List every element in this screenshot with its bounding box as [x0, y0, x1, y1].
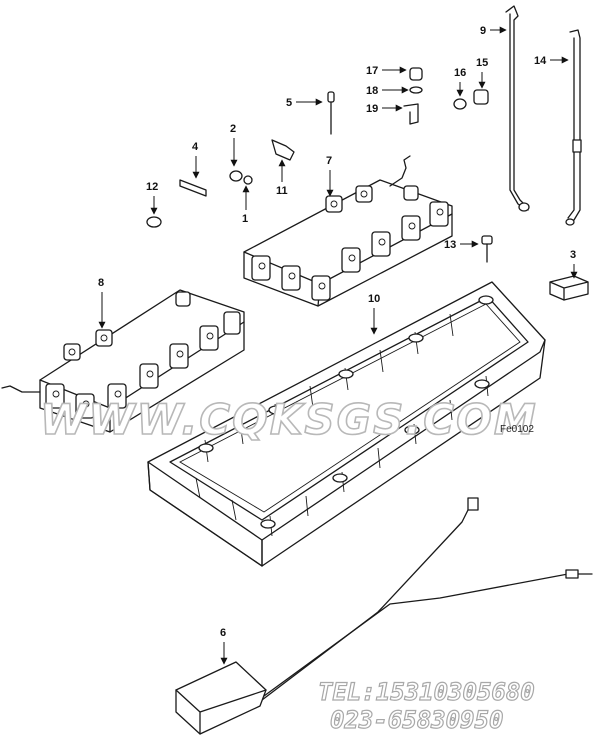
part-16-nut — [453, 98, 467, 110]
callout-8: 8 — [98, 277, 106, 329]
callout-label-18: 18 — [366, 85, 378, 97]
part-19-bracket — [403, 103, 419, 125]
part-2-washer — [229, 170, 243, 182]
callout-14: 14 — [534, 55, 569, 67]
callout-label-7: 7 — [326, 155, 332, 167]
pin-part-5 — [327, 91, 335, 135]
callout-label-16: 16 — [454, 67, 466, 79]
connector-a — [467, 497, 479, 511]
cover-frame-part — [147, 281, 546, 567]
part-15-fitting — [473, 89, 489, 105]
callout-label-13: 13 — [444, 239, 456, 251]
rocker-housing-upper — [243, 155, 453, 307]
callout-12: 12 — [146, 181, 158, 215]
callout-label-12: 12 — [146, 181, 158, 193]
callout-16: 16 — [454, 67, 466, 97]
callout-13: 13 — [444, 239, 479, 251]
callout-label-14: 14 — [534, 55, 547, 67]
part-18-washer — [409, 86, 423, 94]
callout-label-11: 11 — [276, 185, 288, 197]
callout-2: 2 — [230, 123, 238, 167]
callout-label-19: 19 — [366, 103, 378, 115]
callout-6: 6 — [220, 627, 228, 665]
part-12-washer — [146, 216, 162, 228]
callout-label-4: 4 — [192, 141, 199, 153]
callout-3: 3 — [570, 249, 578, 279]
callout-7: 7 — [326, 155, 334, 197]
connector-body — [175, 661, 267, 735]
part-17-cap — [409, 67, 423, 81]
pipe-part-9 — [505, 5, 530, 212]
watermark-text: WWW.CQKSGS.COM — [40, 395, 538, 444]
callout-label-9: 9 — [480, 25, 486, 37]
callout-label-15: 15 — [476, 57, 488, 69]
callout-18: 18 — [366, 85, 409, 97]
connector-b — [565, 569, 579, 579]
callout-label-1: 1 — [242, 213, 248, 225]
part-1-ring — [243, 175, 253, 185]
callout-17: 17 — [366, 65, 407, 77]
part-11-fitting — [271, 139, 295, 161]
callout-15: 15 — [476, 57, 488, 89]
callout-10: 10 — [368, 293, 380, 335]
callout-5: 5 — [286, 97, 323, 109]
callout-label-17: 17 — [366, 65, 378, 77]
callout-label-2: 2 — [230, 123, 236, 135]
bolt-part-13 — [481, 235, 493, 263]
small-block-part — [549, 275, 589, 301]
callout-label-10: 10 — [368, 293, 380, 305]
contact-phone: TEL:15310305680 — [318, 678, 535, 706]
small-parts-left-group — [146, 139, 295, 228]
callout-4: 4 — [192, 141, 200, 179]
pipe-part-14 — [565, 29, 582, 226]
wire-harness-part-6 — [175, 497, 593, 735]
callout-label-6: 6 — [220, 627, 226, 639]
part-4-pin — [179, 179, 207, 197]
callout-19: 19 — [366, 103, 403, 115]
callout-label-3: 3 — [570, 249, 576, 261]
contact-landline: 023-65830950 — [330, 706, 503, 734]
rocker-housing-lower — [1, 289, 245, 433]
callout-9: 9 — [480, 25, 507, 37]
callout-1: 1 — [242, 185, 250, 225]
figure-code: Fe0102 — [500, 424, 534, 435]
small-hardware-group — [403, 67, 489, 125]
callout-11: 11 — [276, 159, 288, 197]
callout-label-5: 5 — [286, 97, 292, 109]
callout-label-8: 8 — [98, 277, 104, 289]
